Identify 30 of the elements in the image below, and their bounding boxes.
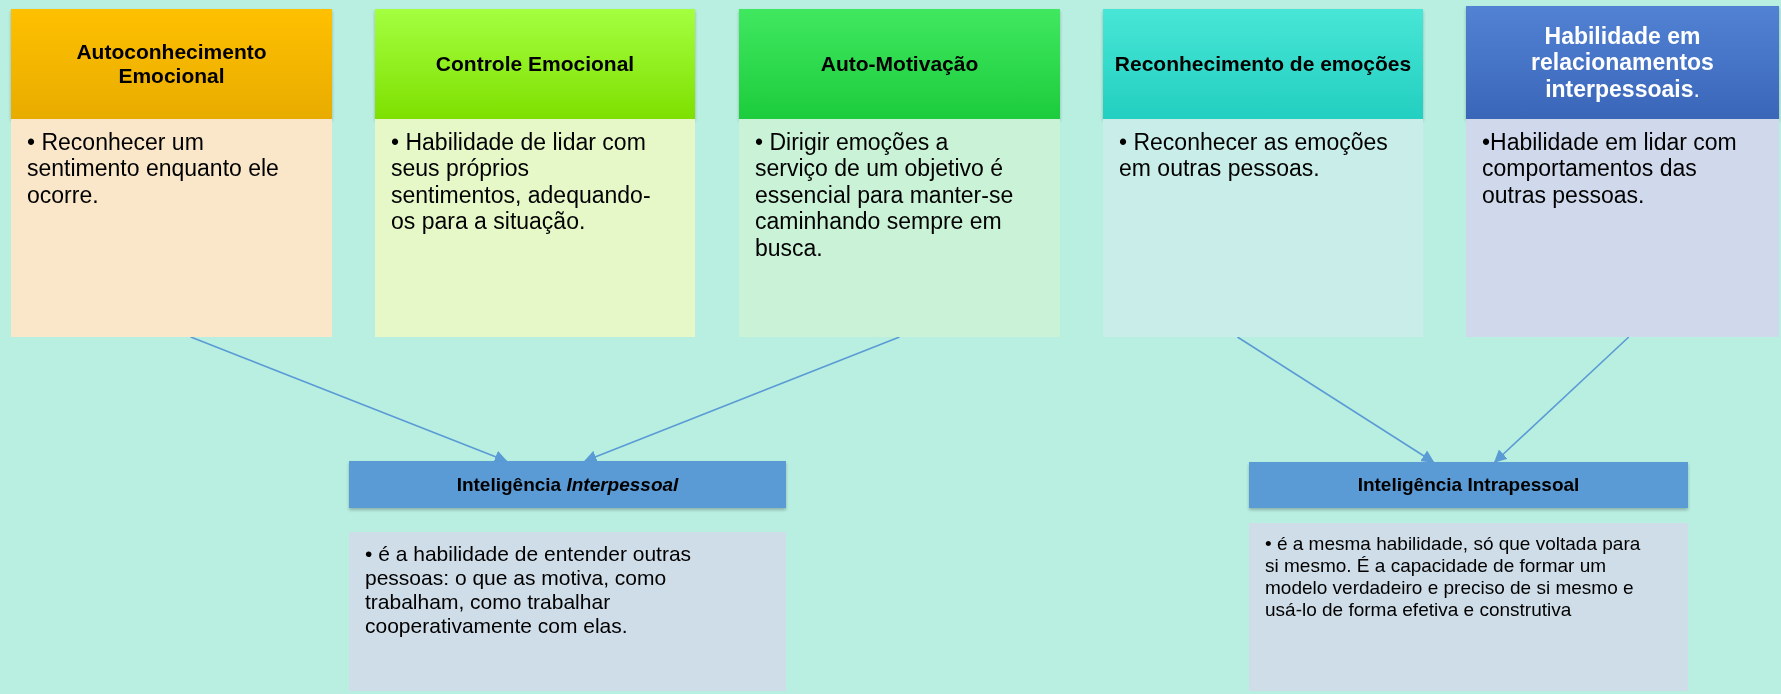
description-text: • é a mesma habilidade, só que voltada para si mesmo. É a capacidade de formar um modelo verdadeiro e preciso de si mesmo e usá-lo de forma efetiva e construtiva xyxy=(1265,533,1642,621)
header-box xyxy=(1103,9,1423,119)
heading-text: Reconhecimento de emoções xyxy=(1114,51,1412,77)
header-box xyxy=(1249,462,1688,508)
arrow xyxy=(189,336,508,463)
description-box xyxy=(1103,119,1423,337)
description-text: • Reconhecer um sentimento enquanto ele ocorre. xyxy=(27,129,280,209)
header-box xyxy=(739,9,1060,119)
heading-text: Autoconhecimento Emocional xyxy=(75,39,268,89)
arrow xyxy=(1493,336,1630,463)
description-text: • é a habilidade de entender outras pessoas: o que as motiva, como trabalham, como trabalhar cooperativamente com elas. xyxy=(365,542,693,639)
description-text: • Dirigir emoções a serviço de um objetivo é essencial para manter-se caminhando sempre em busca. xyxy=(755,129,1015,262)
description-box xyxy=(739,119,1060,337)
header-box xyxy=(375,9,695,119)
description-box xyxy=(1466,119,1779,337)
header-box xyxy=(11,9,332,119)
description-box xyxy=(11,119,332,337)
heading-text: Inteligência Interpessoal xyxy=(456,473,679,496)
heading-text: Controle Emocional xyxy=(435,51,635,77)
heading-text: Auto-Motivação xyxy=(820,51,979,77)
description-box xyxy=(375,119,695,337)
description-text: • Reconhecer as emoções em outras pessoas. xyxy=(1119,129,1389,182)
heading-text: Habilidade em relacionamentos interpessoais. xyxy=(1530,22,1715,103)
header-box xyxy=(1466,6,1779,119)
heading-text: Inteligência Intrapessoal xyxy=(1357,474,1580,496)
header-box xyxy=(349,461,786,508)
arrow xyxy=(1236,336,1435,463)
description-text: •Habilidade em lidar com comportamentos das outras pessoas. xyxy=(1482,129,1738,209)
description-text: • Habilidade de lidar com seus próprios sentimentos, adequando-os para a situação. xyxy=(391,129,652,235)
arrow xyxy=(583,336,901,463)
